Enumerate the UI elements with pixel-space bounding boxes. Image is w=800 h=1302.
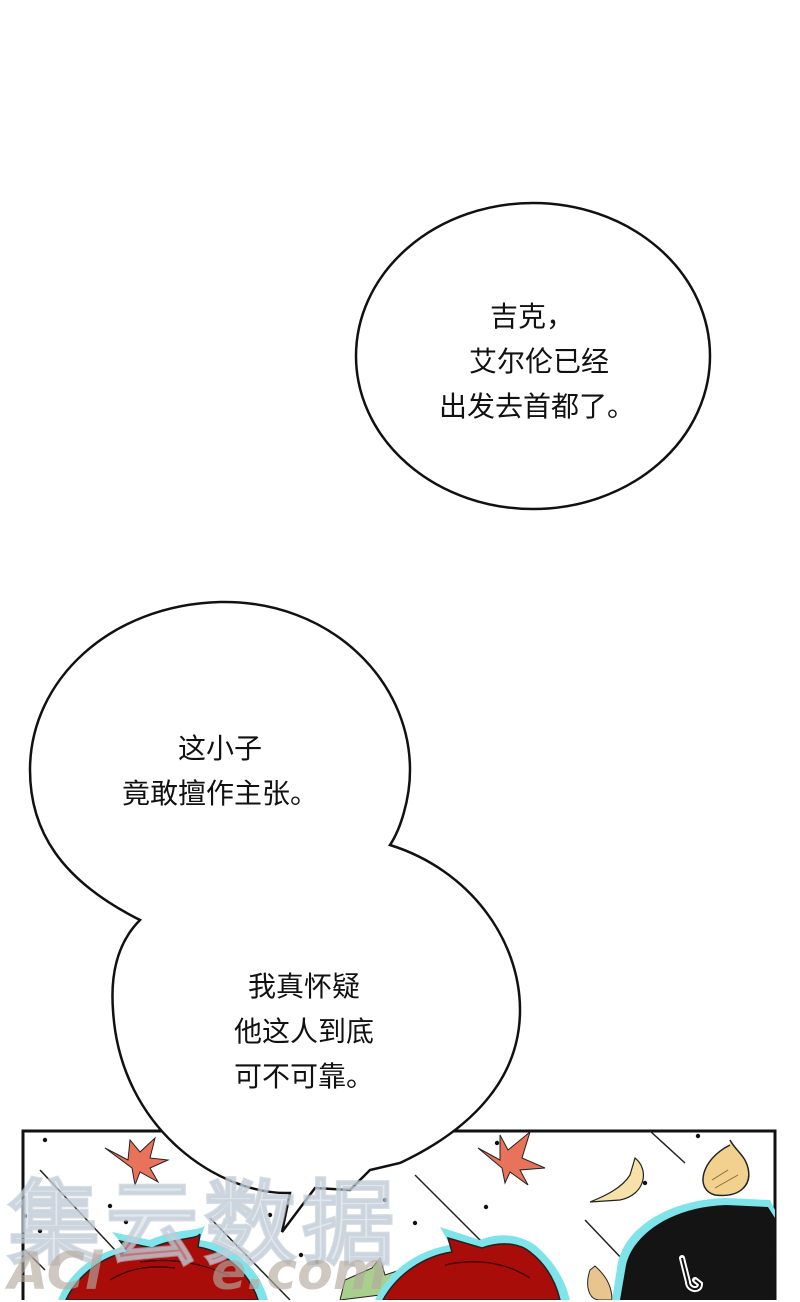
speech-bubble-1: [354, 201, 712, 511]
maple-leaf-right: [477, 1130, 546, 1186]
speech-bubble-2-3: [28, 600, 522, 1233]
bubble-3-line-1: 我真怀疑: [248, 970, 361, 1003]
bubble-1-line-1: 吉克，: [489, 300, 574, 333]
bubble-2-line-2: 竟敢擅作主张。: [121, 777, 318, 810]
bubble-3-line-2: 他这人到底: [234, 1015, 375, 1048]
yellow-leaf: [702, 1139, 750, 1197]
maple-leaf-left: [104, 1136, 170, 1187]
bubble-1-line-2: 艾尔伦已经: [468, 345, 609, 378]
bubble-2-line-1: 这小子: [177, 732, 262, 765]
bubble-3-text: 我真怀疑 他这人到底 可不可靠。: [222, 964, 397, 1099]
black-haired-character: [612, 1198, 775, 1300]
bubble-1-line-3: 出发去首都了。: [438, 390, 635, 423]
bubble-3-line-3: 可不可靠。: [234, 1060, 375, 1093]
red-haired-character-left: [58, 1225, 268, 1300]
green-leaf: [339, 1256, 402, 1300]
tan-leaf: [587, 1265, 613, 1300]
bubble-2-text: 这小子 竟敢擅作主张。: [110, 726, 330, 816]
bubble-1-text: 吉克， 艾尔伦已经 出发去首都了。: [420, 294, 640, 429]
curl-leaf: [589, 1156, 644, 1203]
red-haired-character-right: [375, 1227, 570, 1300]
